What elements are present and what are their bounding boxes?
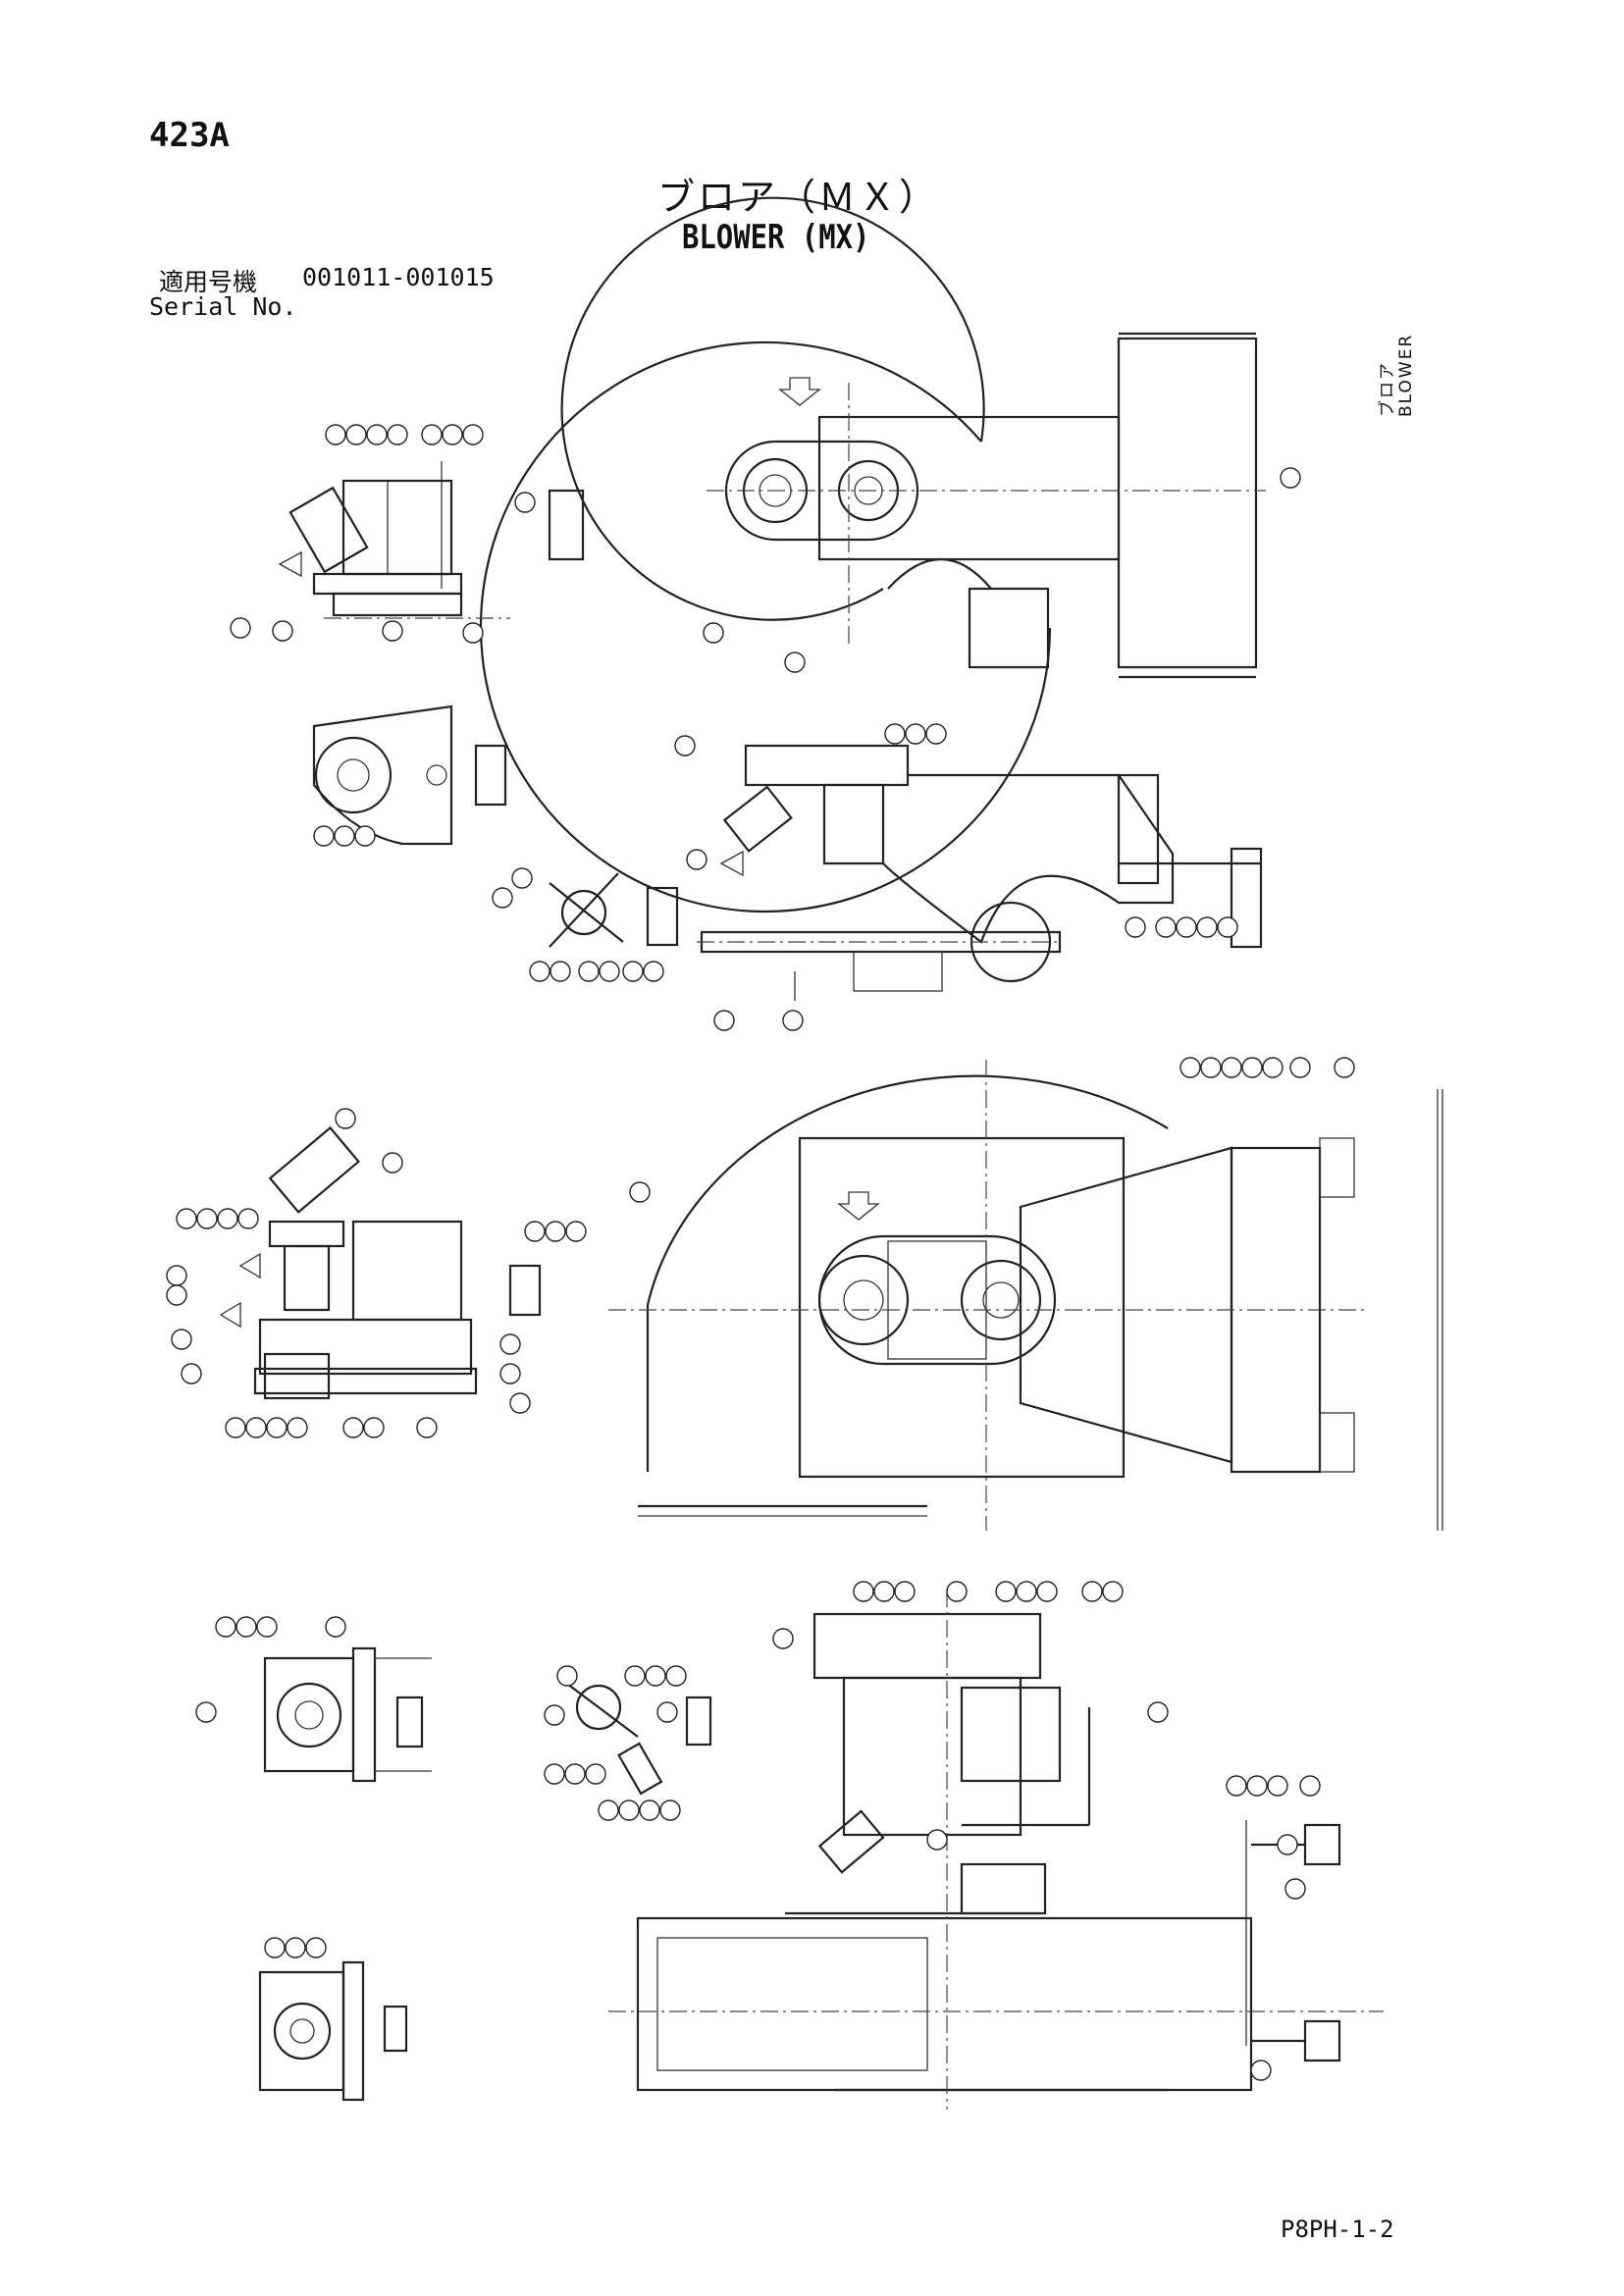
detail-view-d (312, 704, 507, 846)
serial-range: 001011-001015 (302, 263, 495, 291)
flange-detail-bottom (258, 1960, 408, 2102)
footer-code: P8PH-1-2 (1281, 2216, 1394, 2243)
reference-bubbles (166, 424, 1355, 2081)
valve-assembly-detail (558, 1677, 712, 1796)
blower-elevation-view (608, 1590, 1384, 2110)
title-jp: ブロア（ＭＸ） (657, 176, 940, 219)
blower-housing-side-view (479, 196, 1266, 913)
page-number: 423A (149, 116, 230, 155)
serial-label-en: Serial No. (149, 292, 297, 321)
detail-view-c (219, 1125, 542, 1400)
detail-view-f (549, 872, 679, 948)
title-en: BLOWER (MX) (682, 218, 870, 257)
detail-view-a (278, 461, 585, 619)
blower-front-section (697, 744, 1263, 1001)
blower-plan-view (608, 1060, 1443, 1531)
serial-label-jp: 適用号機 (159, 268, 258, 296)
detail-view-d2 (263, 1646, 432, 1783)
